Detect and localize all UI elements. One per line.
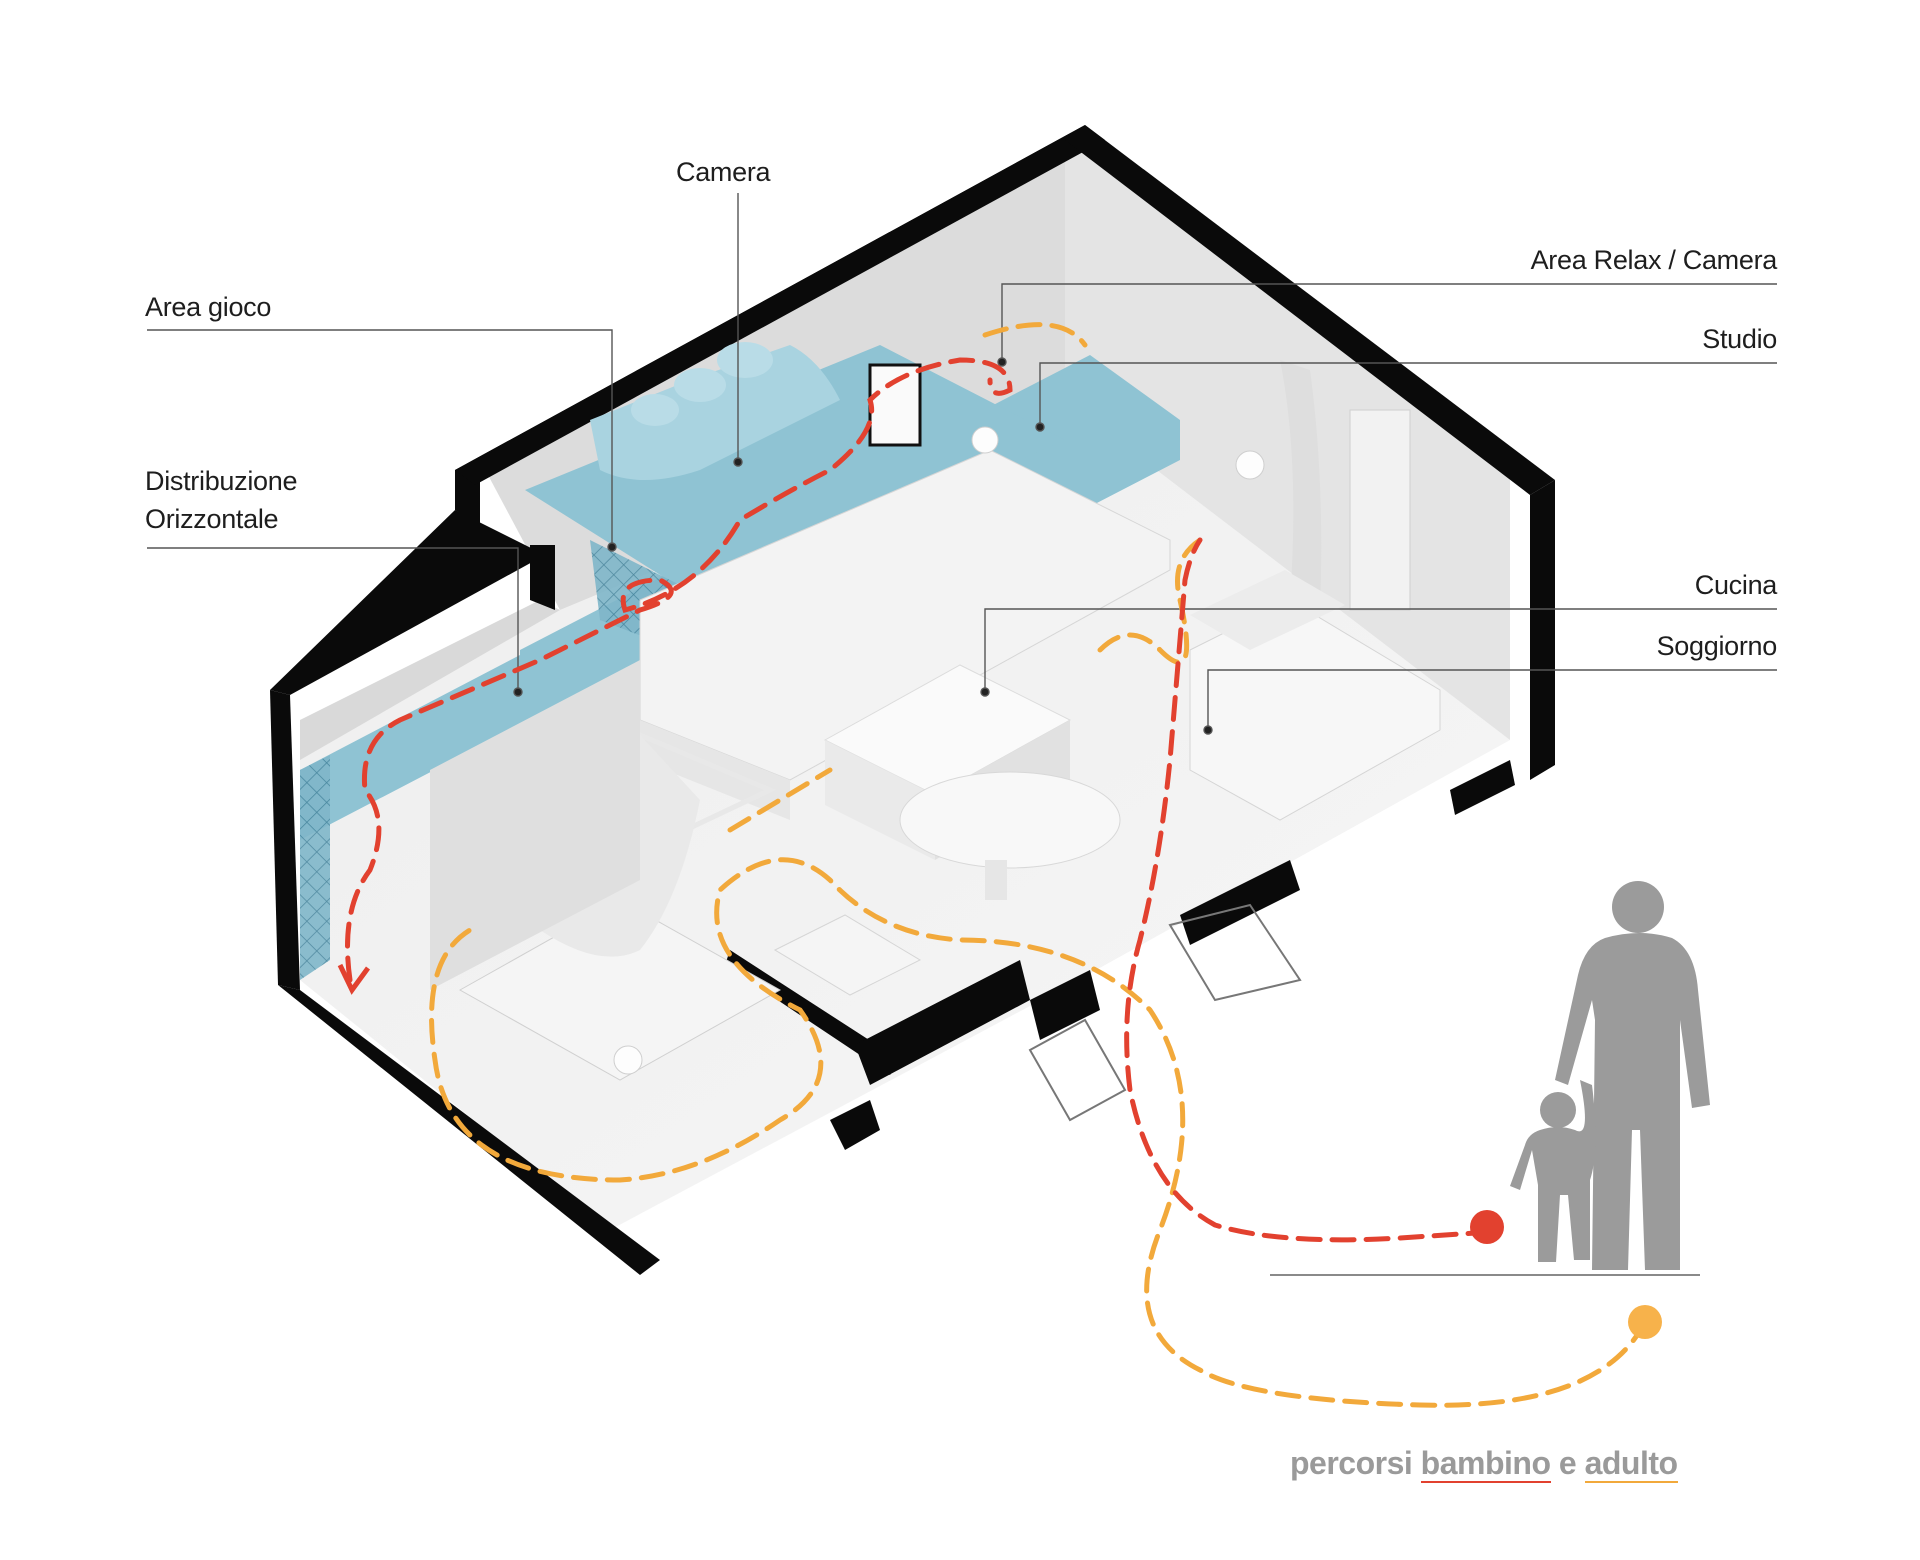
wardrobe bbox=[430, 660, 640, 990]
caption-conjunction: e bbox=[1558, 1445, 1577, 1481]
wall-bottom-seg bbox=[830, 1100, 880, 1150]
leader-area-relax bbox=[1001, 283, 1777, 360]
lamp bbox=[1235, 450, 1265, 480]
sofa-back bbox=[1190, 570, 1345, 650]
wall-bottom-left bbox=[278, 985, 660, 1275]
child-figure bbox=[1510, 1080, 1596, 1262]
leader-dot bbox=[980, 687, 990, 697]
curtain bbox=[1280, 360, 1322, 610]
leader-dot bbox=[1035, 422, 1045, 432]
adult-start-dot bbox=[1628, 1305, 1662, 1339]
label-line: Distribuzione bbox=[145, 466, 298, 496]
kitchen-cabinets-front bbox=[640, 720, 790, 820]
leader-area-gioco bbox=[147, 329, 613, 545]
bench bbox=[773, 914, 922, 996]
chimney bbox=[868, 363, 922, 447]
pillow bbox=[674, 368, 726, 402]
door-swing bbox=[1168, 903, 1302, 1002]
child-path-loft bbox=[345, 357, 1013, 983]
label-studio: Studio bbox=[1702, 324, 1777, 354]
label-distribuzione-orizzontale: Distribuzione Orizzontale bbox=[145, 462, 297, 538]
leader-dot bbox=[1203, 725, 1213, 735]
child-start-dot bbox=[1470, 1210, 1504, 1244]
dining-table bbox=[899, 771, 1121, 869]
wall-top-band bbox=[455, 125, 1105, 485]
wall-left-outer bbox=[270, 690, 300, 990]
wall-right-side bbox=[1530, 480, 1555, 780]
caption-child: bambino bbox=[1420, 1445, 1551, 1483]
wall-bottom-seg4 bbox=[1450, 760, 1515, 815]
leader-cucina bbox=[984, 608, 1777, 690]
wall-right bbox=[1065, 125, 1555, 495]
child-arrowhead bbox=[337, 963, 371, 995]
interior-partition bbox=[725, 950, 900, 1075]
loft-net-left bbox=[300, 755, 330, 980]
leader-dot bbox=[997, 357, 1007, 367]
wall-left-jog2 bbox=[530, 545, 555, 610]
leader-dot bbox=[607, 542, 617, 552]
leader-dot bbox=[733, 457, 743, 467]
label-camera: Camera bbox=[676, 157, 771, 187]
door-swing bbox=[1028, 1018, 1127, 1122]
back-wall-small bbox=[300, 600, 560, 760]
adult-path bbox=[429, 537, 1648, 1408]
caption-prefix: percorsi bbox=[1290, 1445, 1413, 1481]
interior-partition-2 bbox=[855, 960, 1030, 1085]
label-area-relax: Area Relax / Camera bbox=[1530, 245, 1778, 275]
pillow bbox=[717, 342, 773, 378]
table-leg bbox=[985, 860, 1007, 900]
wall-left-jog bbox=[270, 510, 545, 695]
leader-studio bbox=[1039, 362, 1777, 425]
leader-dot bbox=[513, 687, 523, 697]
wall-bottom-seg2 bbox=[1030, 970, 1100, 1040]
leader-lines bbox=[147, 193, 1777, 735]
lamp bbox=[613, 1045, 643, 1075]
leader-soggiorno bbox=[1207, 669, 1777, 728]
label-line: Orizzontale bbox=[145, 504, 279, 534]
legend-caption: percorsi bambino e adulto bbox=[1290, 1445, 1678, 1483]
leader-distribuzione bbox=[147, 547, 519, 690]
window bbox=[1349, 409, 1411, 611]
child-path bbox=[1124, 537, 1493, 1243]
label-area-gioco: Area gioco bbox=[145, 292, 272, 322]
label-cucina: Cucina bbox=[1694, 570, 1778, 600]
loft-top bbox=[525, 345, 1065, 600]
caption-adult: adulto bbox=[1584, 1445, 1678, 1483]
wall-bottom-seg3 bbox=[1180, 860, 1300, 945]
lamp bbox=[971, 426, 999, 454]
adult-figure bbox=[1555, 881, 1710, 1270]
pillow bbox=[631, 394, 679, 426]
adult-path-loft bbox=[982, 322, 1088, 348]
loft-bed bbox=[590, 345, 840, 480]
label-soggiorno: Soggiorno bbox=[1656, 631, 1778, 661]
